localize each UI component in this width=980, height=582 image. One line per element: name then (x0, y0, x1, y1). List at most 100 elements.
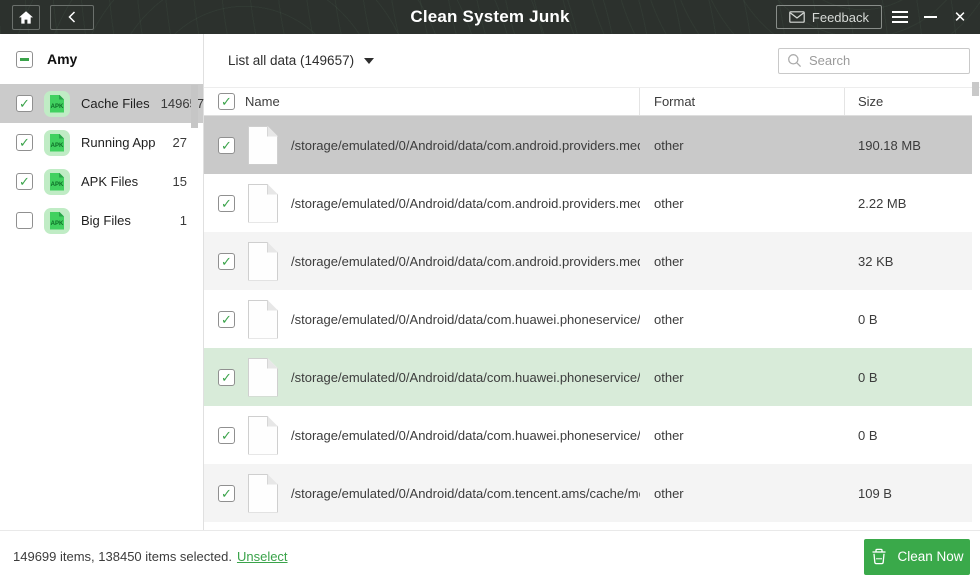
sidebar-item-label: APK Files (81, 174, 139, 189)
row-checkbox[interactable] (218, 194, 235, 212)
cell-name: /storage/emulated/0/Android/data/com.and… (204, 125, 640, 165)
file-path: /storage/emulated/0/Android/data/com.and… (291, 137, 640, 153)
footer-bar: 149699 items, 138450 items selected. Unse… (0, 530, 980, 582)
cell-size: 0 B (858, 369, 878, 385)
apk-file-icon: APK (44, 90, 70, 117)
trash-icon (872, 548, 886, 565)
sidebar-scrollbar-thumb[interactable] (191, 85, 198, 128)
file-icon (248, 241, 278, 281)
sidebar-item-checkbox[interactable] (16, 134, 33, 151)
sidebar-item-label: Running App (81, 135, 156, 150)
cell-size: 32 KB (858, 253, 894, 269)
cell-name: /storage/emulated/0/Android/data/com.hua… (204, 357, 640, 397)
sidebar: Amy APK Cache Files 149657 APK Running A… (0, 34, 204, 530)
column-label-name: Name (245, 94, 280, 109)
main-panel: List all data (149657) Name Format (204, 34, 980, 530)
table-row[interactable]: /storage/emulated/0/Android/data/com.and… (204, 174, 972, 232)
unselect-link[interactable]: Unselect (236, 549, 288, 564)
menu-icon (892, 11, 908, 23)
sidebar-item-checkbox[interactable] (16, 173, 33, 190)
sidebar-item[interactable]: APK Running App 27 (0, 123, 203, 162)
table-row[interactable]: /storage/emulated/0/Android/data/com.and… (204, 232, 972, 290)
table-scrollbar-thumb[interactable] (972, 82, 979, 96)
feedback-button[interactable]: Feedback (775, 5, 882, 29)
close-icon: ✕ (953, 8, 967, 26)
cell-format: other (654, 369, 684, 385)
sidebar-item-checkbox[interactable] (16, 95, 33, 112)
sidebar-item-count: 1 (179, 213, 187, 228)
file-path: /storage/emulated/0/Android/data/com.ten… (291, 485, 640, 501)
cell-format: other (654, 427, 684, 443)
sidebar-item-label: Cache Files (81, 96, 150, 111)
table-row[interactable]: /storage/emulated/0/Android/data/com.hua… (204, 348, 972, 406)
cell-name: /storage/emulated/0/Android/data/com.and… (204, 183, 640, 223)
column-header-size[interactable]: Size (858, 94, 884, 109)
sidebar-header: Amy (0, 34, 203, 84)
table-row[interactable]: /storage/emulated/0/Android/data/com.and… (204, 116, 972, 174)
main-toolbar: List all data (149657) (204, 34, 980, 88)
sidebar-item[interactable]: APK APK Files 15 (0, 162, 203, 201)
sidebar-item-count: 15 (172, 174, 187, 189)
file-path: /storage/emulated/0/Android/data/com.hua… (291, 311, 640, 327)
cell-size: 0 B (858, 311, 878, 327)
file-path: /storage/emulated/0/Android/data/com.and… (291, 195, 640, 211)
file-path: /storage/emulated/0/Android/data/com.hua… (291, 427, 640, 443)
sidebar-item-label: Big Files (81, 213, 131, 228)
file-icon (248, 299, 278, 339)
table-row[interactable]: /storage/emulated/0/Android/data/com.hua… (204, 406, 972, 464)
file-icon (248, 473, 278, 513)
clean-now-label: Clean Now (897, 549, 964, 564)
sidebar-item-count: 27 (172, 135, 187, 150)
clean-now-button[interactable]: Clean Now (864, 538, 970, 575)
dropdown-caret-icon (364, 57, 375, 64)
row-checkbox[interactable] (218, 136, 235, 154)
sidebar-item-checkbox[interactable] (16, 212, 33, 229)
header-select-all-checkbox[interactable] (218, 93, 235, 110)
cell-name: /storage/emulated/0/Android/data/com.hua… (204, 299, 640, 339)
row-checkbox[interactable] (218, 252, 235, 270)
cell-format: other (654, 137, 684, 153)
back-button[interactable] (50, 4, 94, 30)
cell-size: 109 B (858, 485, 892, 501)
titlebar: Clean System Junk Feedback ✕ (0, 0, 980, 34)
minimize-button[interactable] (918, 5, 942, 29)
close-button[interactable]: ✕ (948, 5, 972, 29)
row-checkbox[interactable] (218, 426, 235, 444)
table-header: Name Format Size (204, 88, 972, 116)
table-row[interactable]: /storage/emulated/0/Android/data/com.hua… (204, 290, 972, 348)
row-checkbox[interactable] (218, 310, 235, 328)
column-header-name[interactable]: Name (204, 88, 640, 115)
filter-dropdown[interactable]: List all data (149657) (228, 53, 375, 68)
file-icon (248, 357, 278, 397)
sidebar-item[interactable]: APK Cache Files 149657 (0, 84, 204, 123)
menu-button[interactable] (888, 5, 912, 29)
cell-size: 0 B (858, 427, 878, 443)
cell-size: 190.18 MB (858, 137, 921, 153)
table-row[interactable]: /storage/emulated/0/Android/data/com.ten… (204, 464, 972, 522)
row-checkbox[interactable] (218, 368, 235, 386)
sidebar-item[interactable]: APK Big Files 1 (0, 201, 203, 240)
back-icon (68, 11, 76, 23)
table-body: /storage/emulated/0/Android/data/com.and… (204, 116, 972, 530)
search-box[interactable] (778, 47, 970, 74)
file-path: /storage/emulated/0/Android/data/com.and… (291, 253, 640, 269)
select-all-checkbox[interactable] (16, 50, 33, 68)
apk-file-icon: APK (44, 207, 70, 234)
home-button[interactable] (12, 4, 40, 30)
cell-name: /storage/emulated/0/Android/data/com.hua… (204, 415, 640, 455)
cell-name: /storage/emulated/0/Android/data/com.ten… (204, 473, 640, 513)
search-icon (788, 54, 802, 68)
row-checkbox[interactable] (218, 484, 235, 502)
cell-format: other (654, 195, 684, 211)
summary-text: 149699 items, 138450 items selected. (13, 549, 232, 564)
titlebar-right-controls: Feedback ✕ (775, 5, 972, 29)
feedback-label: Feedback (811, 9, 869, 25)
file-icon (248, 183, 278, 223)
cell-size: 2.22 MB (858, 195, 907, 211)
column-header-format[interactable]: Format (640, 88, 845, 115)
cell-format: other (654, 485, 684, 501)
cell-format: other (654, 253, 684, 269)
selection-summary: 149699 items, 138450 items selected. Unse… (13, 549, 288, 564)
search-input[interactable] (809, 53, 961, 68)
apk-file-icon: APK (44, 129, 70, 156)
